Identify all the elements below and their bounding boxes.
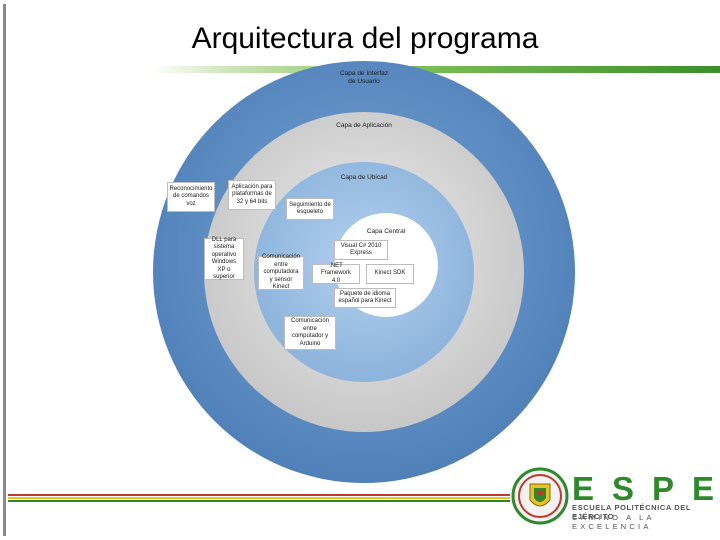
box-skeleton-tracking: Seguimiento de esqueleto bbox=[286, 198, 334, 220]
bottom-rule-green bbox=[8, 500, 510, 502]
espe-logo-wordmark: ESPE bbox=[572, 470, 720, 507]
espe-crest-icon bbox=[511, 467, 569, 525]
box-kinect-sdk: Kinect SDK bbox=[366, 264, 414, 284]
box-kinect-communication: Comunicación entre computadora y sensor … bbox=[258, 254, 304, 290]
box-visual-csharp: Visual C# 2010 Express bbox=[334, 240, 388, 260]
bottom-rule-yellow bbox=[8, 497, 510, 499]
bottom-rule-red bbox=[8, 494, 510, 496]
layer-label-ui: Capa de Interfaz de Usuario bbox=[339, 70, 389, 85]
layer-label-core: Capa Central bbox=[366, 228, 406, 235]
box-arduino-communication: Comunicación entre computador y Arduino bbox=[284, 316, 336, 350]
espe-logo-subtitle: ESCUELA POLITÉCNICA DEL EJÉRCITO bbox=[572, 503, 691, 521]
box-platform-app: Aplicación para plataformas de 32 y 64 b… bbox=[228, 180, 276, 210]
box-spanish-language-pack: Paquete de idioma español para Kinect bbox=[334, 288, 396, 308]
slide-title: Arquitectura del programa bbox=[191, 22, 539, 55]
layer-label-location: Capa de Ubicad bbox=[340, 174, 388, 181]
box-voice-recognition: Reconocimiento de comandos voz bbox=[167, 182, 215, 212]
box-net-framework: .NET Framework 4.0 bbox=[312, 263, 360, 284]
box-dll-windows: DLL para sistema operativo Windows XP o … bbox=[204, 237, 244, 280]
title-underline bbox=[150, 66, 720, 73]
espe-logo-motto: CAMINO A LA EXCELENCIA bbox=[572, 513, 655, 531]
layer-label-application: Capa de Aplicación bbox=[336, 122, 392, 129]
slide-left-border bbox=[3, 4, 6, 536]
